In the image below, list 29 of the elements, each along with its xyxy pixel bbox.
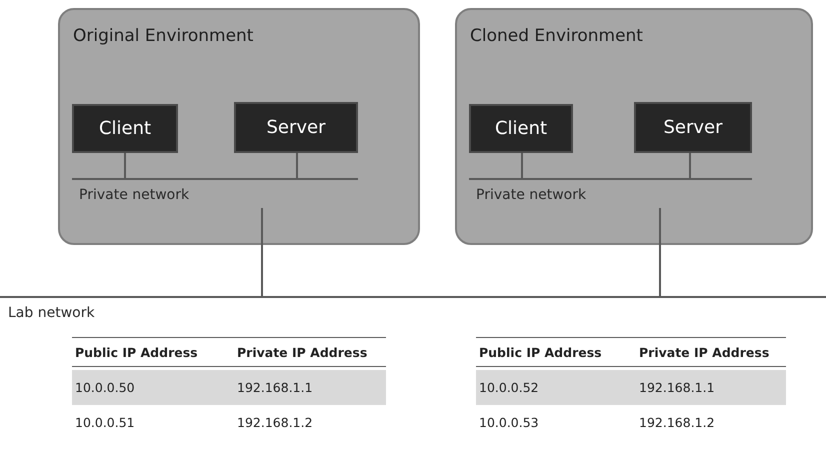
- ip-address: 10.0.0.53: [478, 415, 540, 430]
- ip-address: 10.0.0.51: [74, 415, 136, 430]
- machine-box: Client: [469, 104, 573, 153]
- network-link: [521, 153, 523, 178]
- environment-title: Original Environment: [73, 26, 254, 46]
- column-header: Public IP Address: [478, 344, 603, 360]
- column-header: Public IP Address: [74, 344, 199, 360]
- environment-panel: [455, 8, 813, 245]
- ip-address: 192.168.1.1: [638, 380, 716, 395]
- ip-address: 10.0.0.52: [478, 380, 540, 395]
- network-label: Private network: [476, 187, 586, 203]
- ip-address: 192.168.1.2: [638, 415, 716, 430]
- machine-box: Server: [234, 102, 358, 153]
- machine-box: Client: [72, 104, 178, 153]
- network-link: [689, 153, 691, 178]
- ip-address: 10.0.0.50: [74, 380, 136, 395]
- network-label: Lab network: [8, 305, 95, 321]
- network-link: [296, 153, 298, 178]
- environment-panel: [58, 8, 420, 245]
- ip-address: 192.168.1.1: [236, 380, 314, 395]
- machine-box: Server: [634, 102, 752, 153]
- network-label: Private network: [79, 187, 190, 203]
- network-link: [124, 153, 126, 178]
- column-header: Private IP Address: [236, 344, 368, 360]
- network-link: [261, 208, 263, 296]
- environment-title: Cloned Environment: [470, 26, 643, 46]
- ip-address: 192.168.1.2: [236, 415, 314, 430]
- column-header: Private IP Address: [638, 344, 770, 360]
- network-link: [659, 208, 661, 296]
